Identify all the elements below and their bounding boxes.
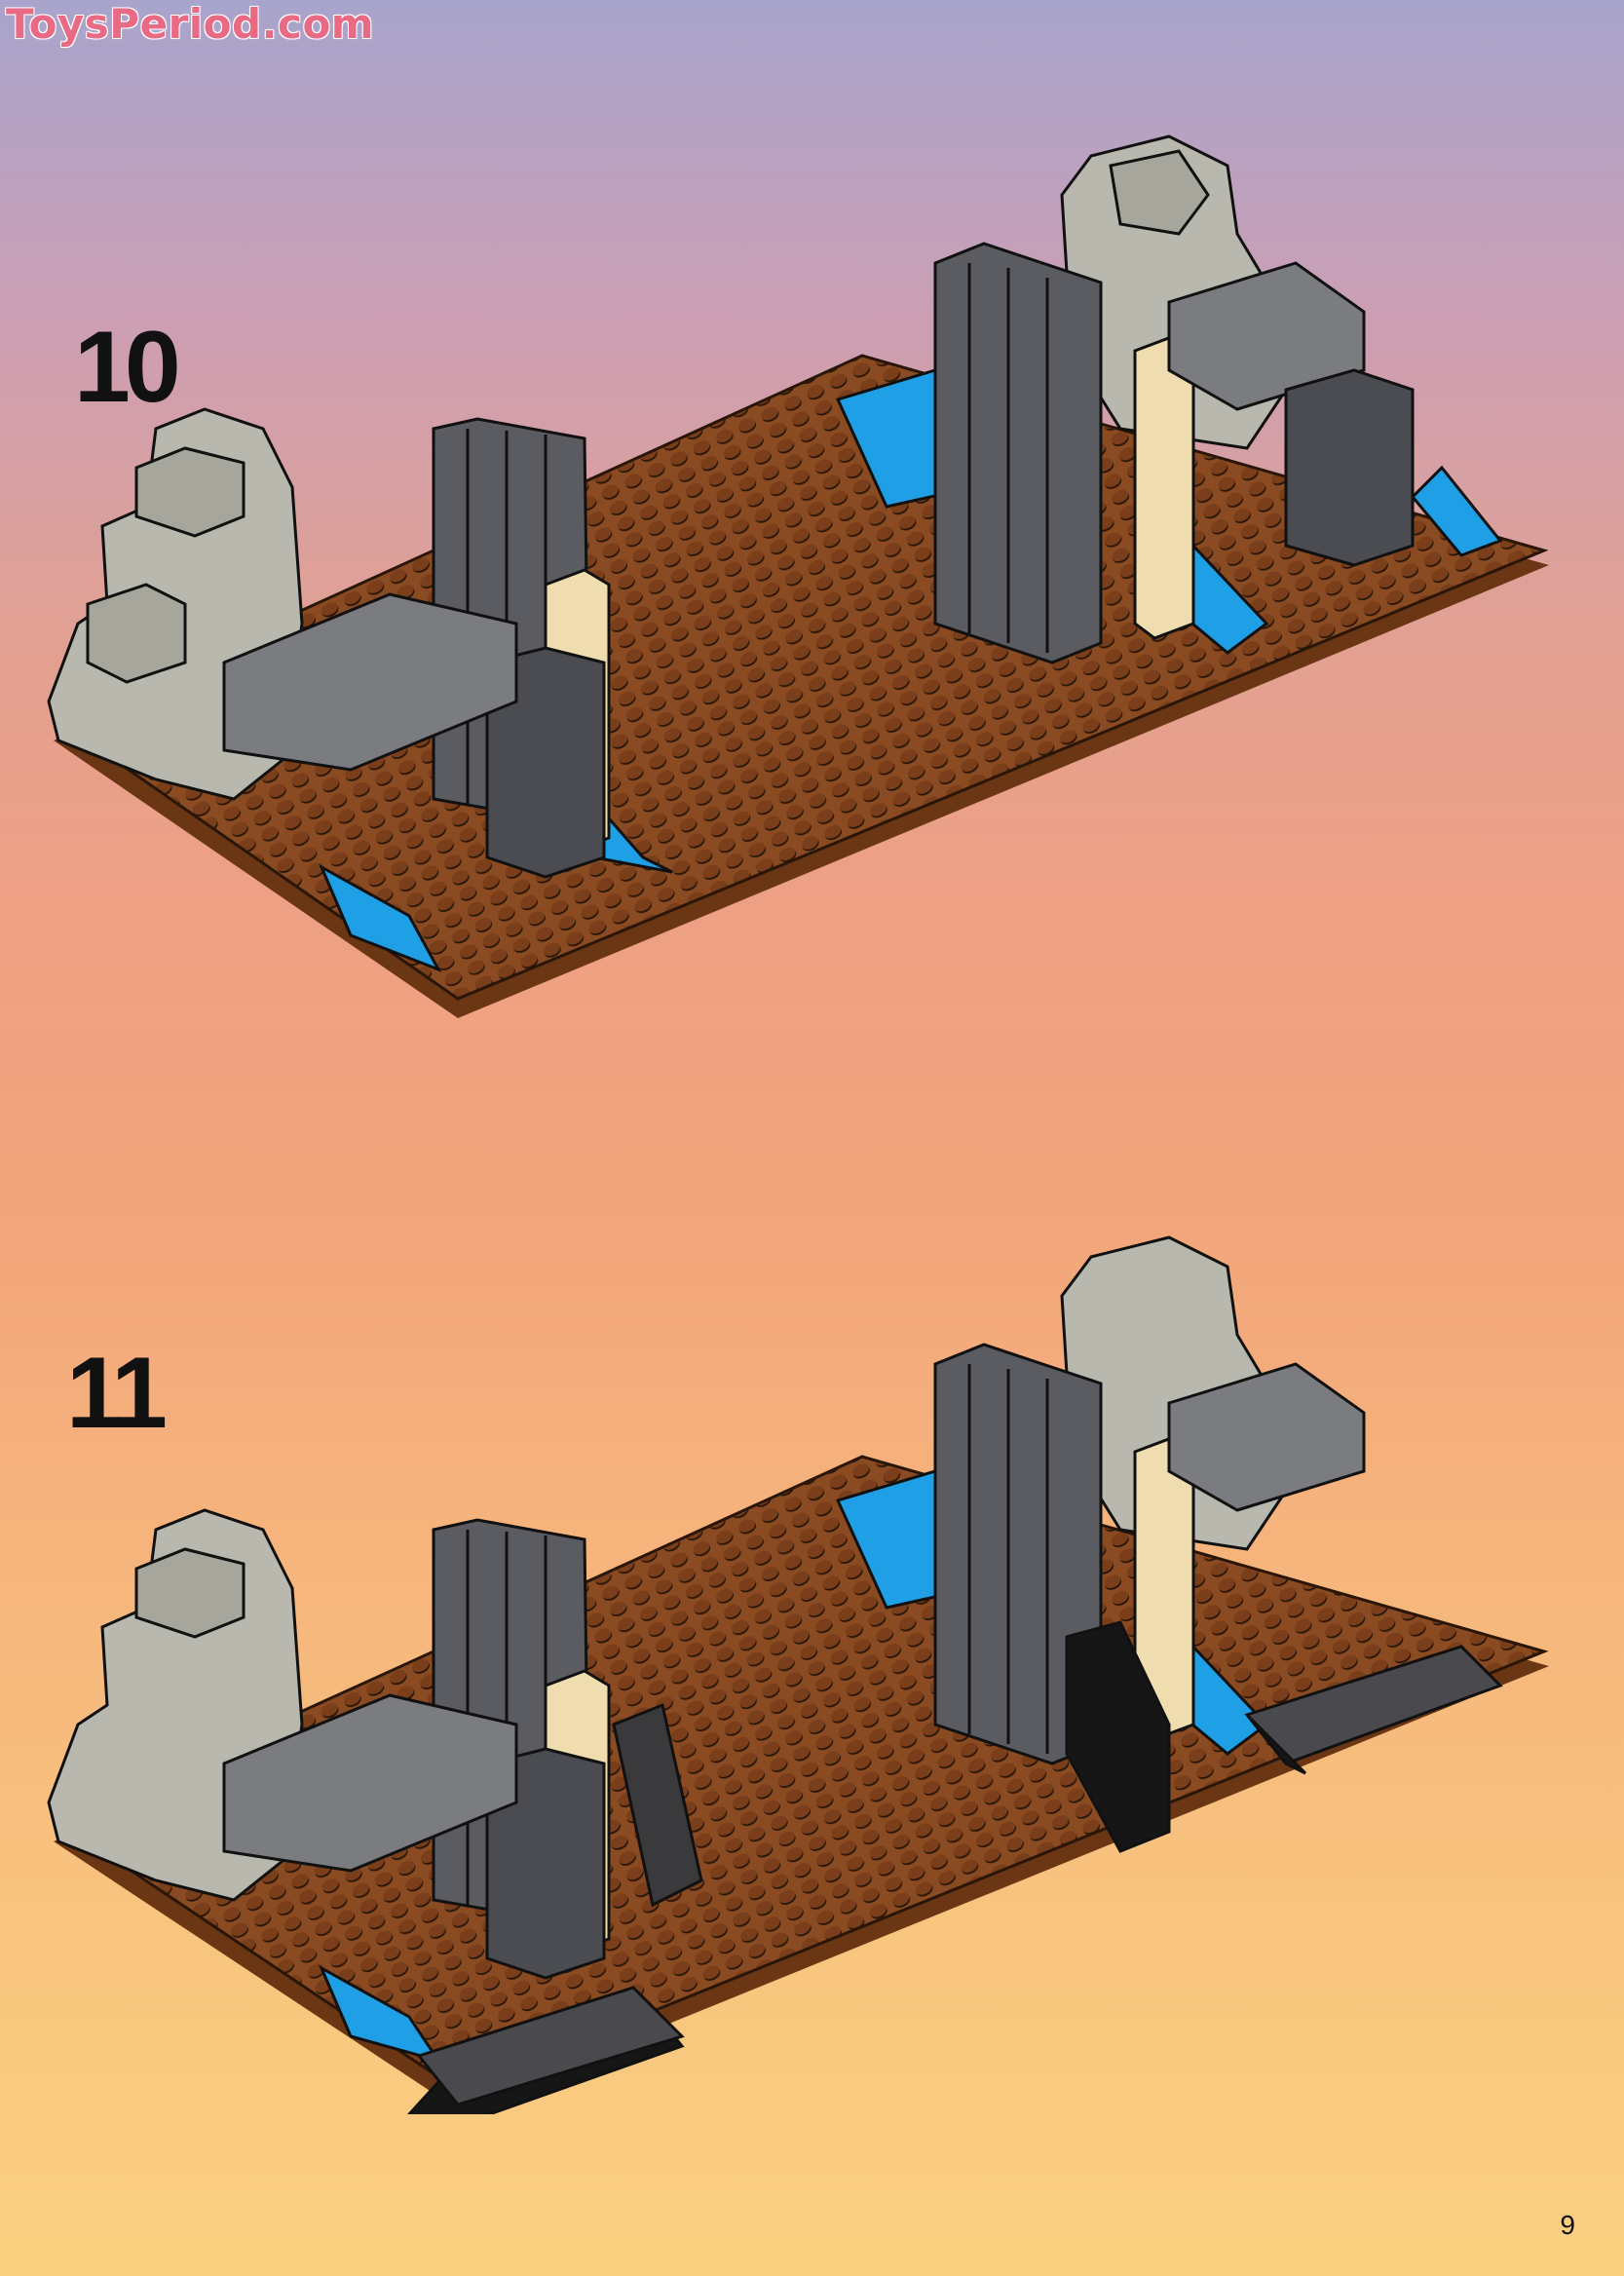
frame-left xyxy=(485,1747,606,1980)
slope-left-upper xyxy=(612,1702,703,1908)
platform-right xyxy=(1167,261,1366,411)
platform-right xyxy=(1167,1362,1366,1512)
watermark-logo: ToysPeriod.com xyxy=(6,0,375,48)
water-left xyxy=(318,863,442,972)
tan-column-right xyxy=(1133,334,1195,640)
slope-right-upper xyxy=(1065,1620,1171,1853)
platform-left xyxy=(222,592,518,772)
lego-model-step-11 xyxy=(47,1235,1549,2114)
frame-right xyxy=(1284,368,1415,567)
wall-right xyxy=(933,1343,1103,1765)
platform-left xyxy=(222,1693,518,1873)
frame-left xyxy=(485,646,606,879)
page-number: 9 xyxy=(1560,2210,1575,2240)
step-number-10: 10 xyxy=(74,311,181,424)
lego-model-step-10 xyxy=(47,134,1549,1018)
step-number-11: 11 xyxy=(66,1337,168,1450)
wall-right xyxy=(933,242,1103,664)
